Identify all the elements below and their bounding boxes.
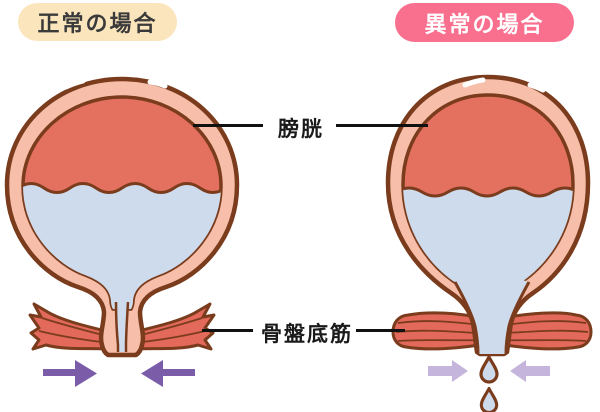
- abnormal-case-badge: 異常の場合: [395, 3, 574, 42]
- abnormal-bladder-illustration: [385, 74, 593, 412]
- pelvic-floor-muscle-right: [132, 302, 216, 351]
- urethra-wall-lines: [453, 281, 531, 355]
- normal-case-badge: 正常の場合: [18, 3, 177, 41]
- bladder-callout-line-left: [193, 124, 263, 127]
- urethra-channel-open: [455, 276, 529, 354]
- bladder-label: 膀胱: [278, 118, 324, 141]
- inward-arrow-left-icon: [43, 360, 97, 387]
- weak-inward-arrow-left-icon: [428, 360, 468, 382]
- urine-drop-icon: [479, 355, 499, 384]
- pelvic-floor-muscle-left: [28, 302, 112, 351]
- bladder-callout-line-right: [336, 124, 428, 127]
- normal-bladder-illustration: [4, 76, 240, 387]
- pelvic-floor-callout-line-right: [356, 329, 405, 332]
- pelvic-floor-label: 骨盤底筋: [261, 323, 353, 346]
- pelvic-floor-muscle-left: [391, 311, 482, 351]
- pelvic-floor-muscle-right: [502, 311, 593, 351]
- weak-inward-arrow-right-icon: [510, 360, 550, 382]
- urine-level: [23, 182, 221, 309]
- pelvic-floor-callout-line-left: [202, 329, 253, 332]
- abnormal-case-badge-label: 異常の場合: [424, 11, 545, 37]
- sketch-gap: [63, 78, 168, 90]
- urine-drop-icon: [479, 386, 499, 412]
- sketch-gap: [462, 77, 546, 93]
- normal-case-badge-label: 正常の場合: [37, 11, 158, 36]
- inward-arrow-right-icon: [141, 360, 195, 387]
- urethra-wall-lines: [114, 301, 130, 352]
